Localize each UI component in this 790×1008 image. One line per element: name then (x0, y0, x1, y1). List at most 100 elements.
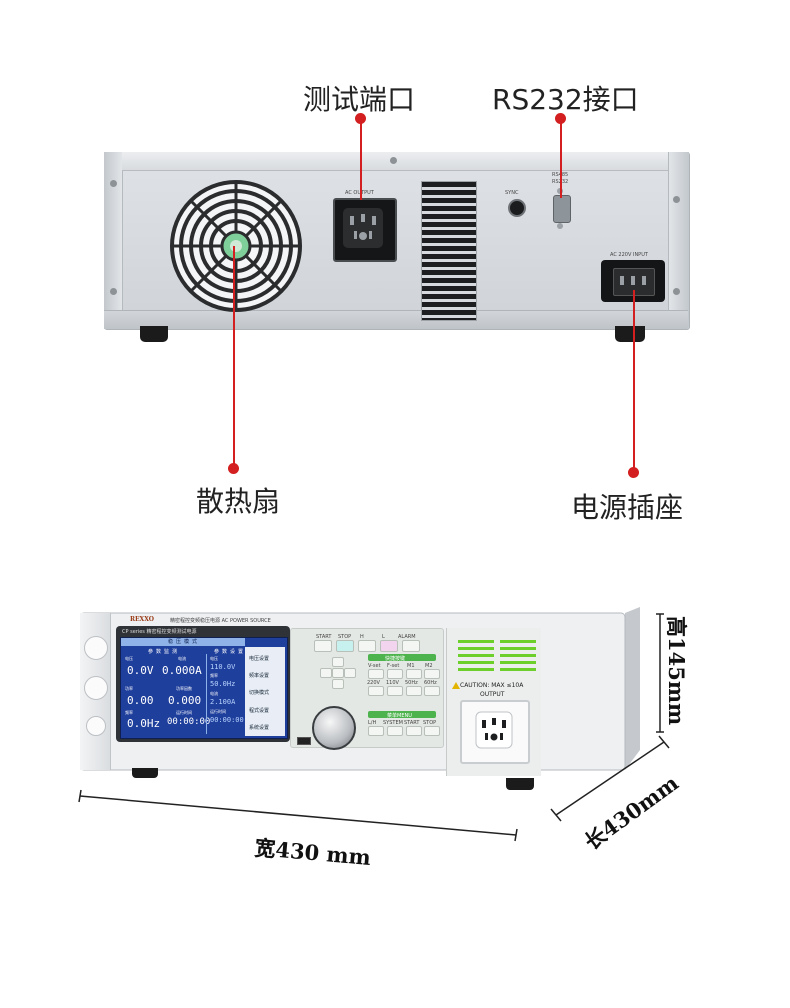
callout-fan: 散热扇 (196, 485, 281, 518)
quick-key-label: V-set (368, 663, 381, 669)
quick-key-label: 60Hz (424, 680, 437, 686)
quick-key-fset[interactable] (387, 669, 403, 679)
screw-icon (673, 288, 680, 295)
rear-foot (140, 326, 168, 342)
lcd-softkey-frequency[interactable]: 频率设置 (249, 673, 270, 679)
callout-power-socket: 电源插座 (571, 491, 684, 524)
lcd-softkey-voltage[interactable]: 电压设置 (249, 656, 270, 662)
callout-leader-rs232 (560, 118, 562, 198)
quick-key-vset[interactable] (368, 669, 384, 679)
front-round-button[interactable] (86, 716, 106, 736)
lcd-cell-label: 电流 (178, 656, 186, 661)
screw-icon (390, 157, 397, 164)
callout-leader-fan (233, 246, 235, 466)
screw-icon (110, 288, 117, 295)
caution-label: CAUTION: MAX ≤10A (460, 682, 524, 689)
menu-key-label: START (404, 720, 420, 726)
quick-key-label: M2 (425, 663, 433, 669)
front-foot (132, 768, 158, 778)
lcd-setting-value: 50.0Hz (210, 680, 236, 688)
lcd-cell-value: 0.0Hz (127, 717, 161, 730)
quick-key-m2[interactable] (424, 669, 440, 679)
lcd-cell-value: 0.000 (168, 694, 202, 707)
alarm-key[interactable] (402, 640, 420, 652)
key-label-alarm: ALARM (398, 634, 416, 640)
lcd-cell-label: 运行时间 (176, 710, 192, 715)
lcd-setting-label: 运行时间 (210, 709, 226, 714)
menu-key-label: SYSTEM (383, 720, 403, 726)
lcd-mode-bar (121, 638, 245, 646)
output-vents-left (458, 640, 494, 672)
quick-key-60hz[interactable] (424, 686, 440, 696)
usb-port-icon (297, 737, 311, 745)
callout-leader-power-socket (633, 290, 635, 472)
chassis-flange-left (104, 152, 123, 328)
lcd-softkey-system[interactable]: 系统设置 (249, 725, 270, 731)
ok-key[interactable] (332, 668, 344, 678)
dimension-height: 高145mm (664, 616, 689, 726)
lcd-softkey-panel (245, 647, 285, 736)
l-key[interactable] (380, 640, 398, 652)
menu-title-text: 菜单MENU (387, 713, 412, 719)
sync-connector (508, 199, 526, 217)
h-key[interactable] (358, 640, 376, 652)
quick-key-label: F-set (387, 663, 400, 669)
lcd-mode: 稳 压 模 式 (168, 639, 198, 645)
lcd-setting-label: 电流 (210, 691, 218, 696)
quick-key-label: M1 (407, 663, 415, 669)
menu-key-system[interactable] (387, 726, 403, 736)
callout-dot (628, 467, 639, 478)
universal-socket-icon (475, 711, 513, 749)
lcd-softkey-program[interactable]: 程式设置 (249, 708, 270, 714)
lcd-cell-value: 0.00 (127, 694, 154, 707)
screw-icon (110, 180, 117, 187)
callout-dot (228, 463, 239, 474)
arrow-left-key[interactable] (320, 668, 332, 678)
lcd-setting-value: 00:00:00 (210, 716, 244, 724)
universal-socket-icon (343, 208, 383, 248)
rotary-knob[interactable] (312, 706, 356, 750)
warning-icon (452, 682, 460, 689)
menu-key-stop[interactable] (424, 726, 440, 736)
lcd-cell-label: 功率 (125, 686, 133, 691)
menu-key-start[interactable] (406, 726, 422, 736)
lcd-setting-label: 频率 (210, 673, 218, 678)
output-label: OUTPUT (480, 691, 505, 698)
lcd-cell-label: 频率 (125, 710, 133, 715)
rear-label-ac-output: AC OUTPUT (345, 190, 374, 196)
arrow-right-key[interactable] (344, 668, 356, 678)
rear-label-sync: SYNC (505, 190, 519, 196)
lcd-softkey-mode[interactable]: 切换模式 (249, 690, 270, 696)
quick-key-label: 110V (386, 680, 399, 686)
key-label-l: L (382, 634, 385, 640)
stop-key[interactable] (336, 640, 354, 652)
dimension-lines (78, 613, 670, 842)
quick-key-m1[interactable] (406, 669, 422, 679)
front-foot (506, 778, 534, 790)
menu-key-lh[interactable] (368, 726, 384, 736)
rear-label-ac-input: AC 220V INPUT (610, 252, 648, 258)
quick-key-110v[interactable] (387, 686, 403, 696)
arrow-down-key[interactable] (332, 679, 344, 689)
arrow-up-key[interactable] (332, 657, 344, 667)
lcd-cell-label: 电压 (125, 656, 133, 661)
display-series: CP series 精密程控变频测试电源 (122, 629, 197, 635)
callout-leader-test-port (360, 118, 362, 200)
callout-rs232: RS232接口 (492, 83, 639, 116)
chassis-flange-right (668, 152, 689, 328)
front-round-button[interactable] (84, 676, 108, 700)
lcd-col-setting: 参 数 设 置 (214, 649, 244, 655)
lcd-cell-value: 00:00:00 (167, 717, 211, 727)
rear-vent-slots (421, 181, 477, 321)
menu-title (368, 711, 436, 718)
start-key[interactable] (314, 640, 332, 652)
front-header-text: 精密程控变频稳压电源 AC POWER SOURCE (170, 618, 271, 624)
quick-key-50hz[interactable] (406, 686, 422, 696)
key-label-start: START (316, 634, 332, 640)
front-round-button[interactable] (84, 636, 108, 660)
quick-key-220v[interactable] (368, 686, 384, 696)
quick-key-label: 50Hz (405, 680, 418, 686)
lcd-setting-divider (206, 654, 207, 734)
quick-keys-title-text: 快捷按键 (385, 656, 406, 662)
lcd-cell-value: 0.0V (127, 664, 154, 677)
